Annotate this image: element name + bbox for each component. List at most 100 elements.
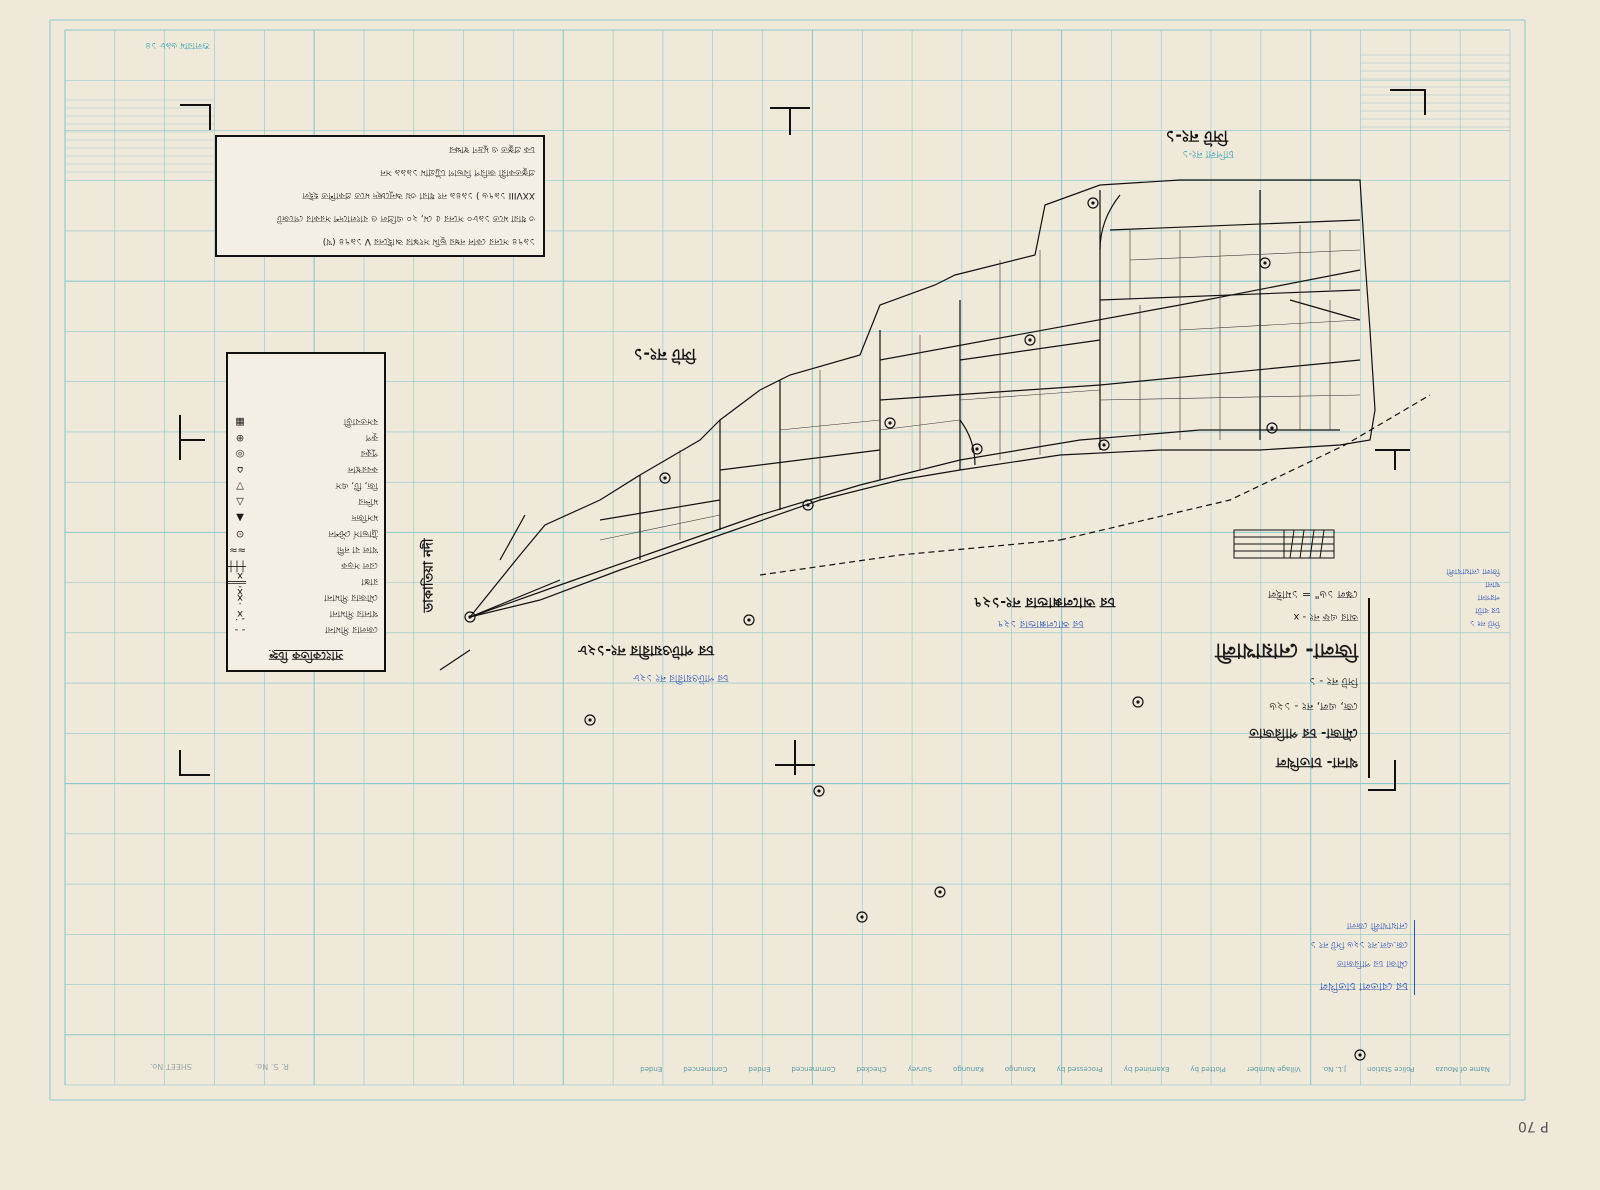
river-line bbox=[439, 394, 1431, 671]
traverse-station-icon bbox=[1354, 1049, 1366, 1061]
strip-label: Commenced bbox=[791, 1065, 836, 1073]
traverse-station-dot bbox=[975, 447, 979, 451]
strip-label: Kanungo bbox=[953, 1065, 984, 1073]
legend-item-label: মন্দির bbox=[358, 496, 378, 507]
traverse-station-icon bbox=[659, 472, 671, 484]
traverse-station-icon bbox=[856, 911, 868, 923]
title-block: থানা- চাতখিল মৌজা- চর পারিজাত জে, এল, নং… bbox=[1155, 588, 1370, 778]
traverse-station-dot bbox=[938, 890, 942, 894]
legend-item-label: মৌজার সীমানা bbox=[324, 592, 378, 603]
legend-title: সাংকেতিক চিহ্ন bbox=[269, 649, 343, 663]
plot-line bbox=[1099, 394, 1361, 401]
legend-symbol-icon: ⊕ bbox=[235, 432, 245, 443]
legend-item-label: পুকুর bbox=[360, 448, 378, 459]
traverse-station-icon bbox=[1266, 422, 1278, 434]
traverse-station-icon bbox=[802, 499, 814, 511]
legend-item-label: জেলার সীমানা bbox=[325, 624, 378, 635]
sheet-number: সিট নং - ১ bbox=[1308, 675, 1358, 688]
plot-line bbox=[779, 419, 881, 431]
blue-stamp-line: চর বোতলা চাতখিল bbox=[1319, 980, 1408, 993]
notice-line: XXVIII ১৯৭৬ ) ১৯৪৯ নং ধারা ৩য় অনুচ্ছেদ … bbox=[302, 190, 535, 200]
neighbour-bottom-right-blue: চর আলেক্সান্ডার ১২৭ bbox=[997, 618, 1084, 629]
notice-line: চক প্রস্তুত ও মুদ্রণ স্বাক্ষর bbox=[449, 144, 535, 154]
traverse-station-dot bbox=[747, 618, 751, 622]
traverse-station-icon bbox=[971, 443, 983, 455]
strip-label: Checked bbox=[856, 1065, 887, 1073]
legend-item-label: কবরস্থান bbox=[347, 464, 378, 475]
blue-right-note: জিলা নোয়াখালী bbox=[1446, 567, 1500, 576]
sheet-code: P 70 bbox=[1518, 1118, 1549, 1134]
traverse-station-dot bbox=[1263, 261, 1267, 265]
traverse-station-icon bbox=[813, 785, 825, 797]
rs-number-label: R. S. No. bbox=[255, 1062, 289, 1071]
legend-box: সাংকেতিক চিহ্ন জেলার সীমানা- - - ·থানার … bbox=[226, 352, 386, 672]
legend-item-label: খাল বা নদী bbox=[336, 544, 378, 555]
plot-line bbox=[599, 514, 721, 541]
legend-item-label: রেল সড়ক bbox=[341, 560, 378, 571]
traverse-stations bbox=[464, 197, 1366, 1061]
legend-symbol-icon: ┼┼┼ bbox=[227, 560, 246, 571]
legend-symbol-icon: - - - · bbox=[234, 613, 246, 635]
legend-item-label: মসজিদ bbox=[351, 512, 378, 523]
traverse-station-icon bbox=[1098, 439, 1110, 451]
sheet-number-label: SHEET No. bbox=[150, 1062, 192, 1071]
neighbour-bottom-left-blue: চর পাটওয়ারীর নং ১২৮ bbox=[633, 672, 729, 683]
legend-item: জেলার সীমানা - - - · bbox=[228, 613, 384, 638]
neighbour-top-note: চাপিলা নং-১ bbox=[1182, 148, 1234, 159]
strip-label: Name of Mouza bbox=[1435, 1065, 1490, 1073]
traverse-station-dot bbox=[1028, 338, 1032, 342]
legend-item: পুকুর ◎ bbox=[228, 446, 384, 462]
registration-marks bbox=[179, 89, 1426, 791]
legend-item: রেল সড়ক ┼┼┼ bbox=[228, 558, 384, 574]
traverse-station-icon bbox=[1024, 334, 1036, 346]
traverse-station-dot bbox=[1091, 201, 1095, 205]
blue-right-note: চর বাটা bbox=[1475, 606, 1500, 615]
traverse-station-dot bbox=[888, 421, 892, 425]
strip-label: Survey bbox=[907, 1065, 933, 1073]
legend-symbol-icon: x - x bbox=[237, 570, 243, 603]
neighbour-left: সিট নং-১ bbox=[633, 345, 696, 364]
plot-line bbox=[1179, 319, 1361, 331]
blue-right-note: সিট নং ১ bbox=[1469, 619, 1500, 628]
thana-label: থানা- চাতখিল bbox=[1276, 754, 1358, 770]
traverse-station-icon bbox=[743, 614, 755, 626]
traverse-station-icon bbox=[1259, 257, 1271, 269]
legend-symbol-icon: x · x bbox=[237, 586, 243, 619]
traverse-station-dot bbox=[1136, 700, 1140, 704]
strip-label: Police Station bbox=[1367, 1065, 1415, 1073]
legend-item: রাস্তা═══ bbox=[228, 574, 384, 590]
legend-item: কূপ ⊕ bbox=[228, 430, 384, 446]
jl-number: জে, এল, নং - ১২৬ bbox=[1269, 700, 1358, 713]
legend-item: মৌজার সীমানা x - x bbox=[228, 570, 384, 606]
river-label: ডাকাতিয়া নদী bbox=[421, 538, 437, 613]
blue-right-notes: সিট নং ১ চর বাটা পরগনা থানা জিলা নোয়াখা… bbox=[1415, 560, 1500, 630]
legend-item: থানার সীমানা x · x bbox=[228, 586, 384, 622]
blue-stamp: চর বোতলা চাতখিল মৌজা চর পারিজাত জে.এল.নং… bbox=[1280, 920, 1415, 995]
legend-symbol-icon: ▲ bbox=[236, 512, 244, 523]
scale-ratio: আর এফ নং - x bbox=[1293, 611, 1358, 622]
legend-item-label: রাস্তা bbox=[361, 576, 378, 587]
scale-bar bbox=[1233, 529, 1335, 559]
strip-label: Plotted by bbox=[1190, 1065, 1226, 1073]
legend-item-label: জি, টি, এস bbox=[335, 480, 378, 491]
strip-label: Commenced bbox=[683, 1065, 728, 1073]
top-left-stamp: শুলারাম ৬৯৮ ১৪ bbox=[145, 40, 210, 50]
traverse-station-icon bbox=[884, 417, 896, 429]
legend-item: জি, টি, এস▽ bbox=[228, 478, 384, 494]
legend-symbol-icon: ◎ bbox=[235, 448, 245, 459]
legend-symbol-icon: ▦ bbox=[235, 416, 245, 427]
legend-item-label: কূপ bbox=[365, 432, 378, 443]
neighbour-bottom-left: চর পাটওয়ারীর নং-১২৮ bbox=[578, 642, 714, 658]
traverse-station-icon bbox=[584, 714, 596, 726]
traverse-station-dot bbox=[860, 915, 864, 919]
legend-symbol-icon: △ bbox=[236, 496, 244, 507]
legend-item-label: ট্রাভার্স স্টেশন bbox=[328, 528, 378, 539]
legend-item-label: থানার সীমানা bbox=[329, 608, 378, 619]
notice-line: ৩ ধারা মতে ১৯৮০ সনের ৫ মে, ২০ এপ্রিল ও ব… bbox=[277, 213, 535, 223]
blue-right-note: থানা bbox=[1485, 580, 1500, 589]
legend-item: কবরস্থান⌂ bbox=[228, 462, 384, 478]
blue-right-note: পরগনা bbox=[1477, 593, 1500, 602]
